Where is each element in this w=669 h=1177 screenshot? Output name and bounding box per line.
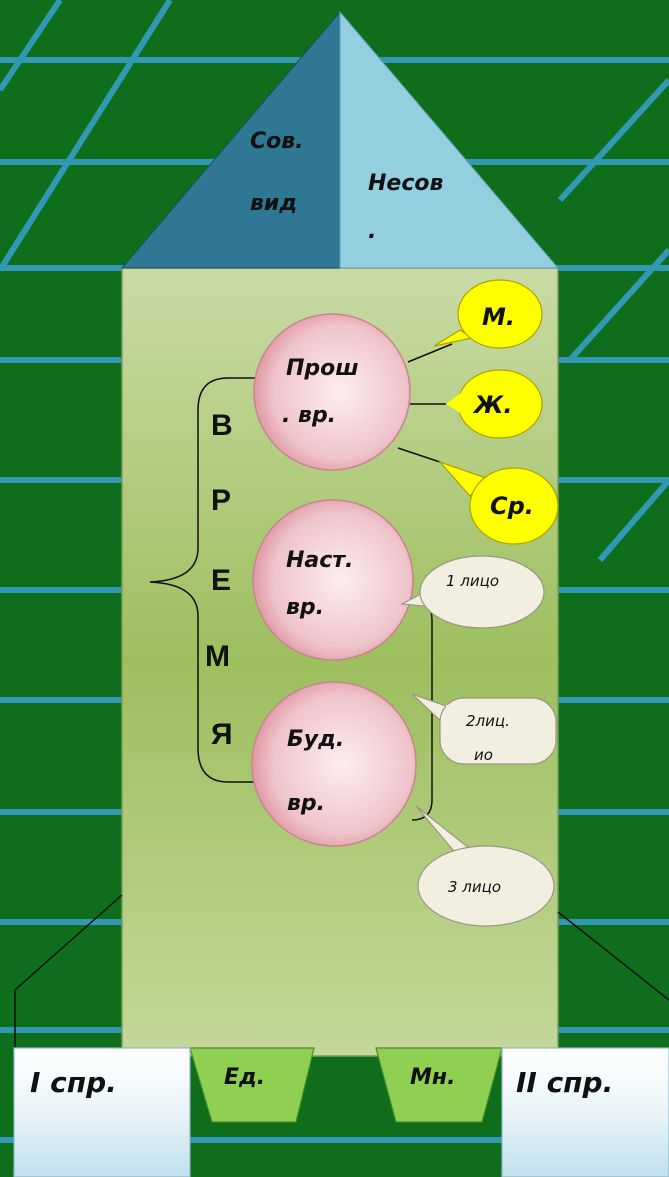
grid-line-d2 bbox=[0, 0, 63, 92]
roof-left-label-line1: Сов. bbox=[250, 129, 304, 154]
time-letter-5: Я bbox=[211, 718, 233, 751]
conjugation-box-2-label: II спр. bbox=[516, 1066, 613, 1099]
tab-singular[interactable] bbox=[189, 1047, 315, 1123]
conjugation-box-1-label: I спр. bbox=[30, 1066, 117, 1099]
time-letter-1: В bbox=[211, 409, 233, 442]
tense-past[interactable]: Прош . вр. bbox=[253, 313, 411, 471]
tense-present-label-line1: Наст. bbox=[286, 548, 353, 573]
roof-left-perfective bbox=[120, 10, 341, 269]
person-bubble-3-label: 3 лицо bbox=[448, 878, 501, 896]
gender-bubble-m-label: М. bbox=[482, 303, 515, 331]
time-letter-4: М bbox=[205, 640, 230, 673]
tense-past-label-line2: . вр. bbox=[282, 403, 336, 428]
tab-plural-label: Мн. bbox=[410, 1065, 455, 1090]
tense-brace bbox=[149, 377, 258, 783]
conjugation-box-1[interactable] bbox=[13, 1047, 191, 1177]
tense-future-label-line1: Буд. bbox=[287, 727, 344, 752]
connector-past-sr bbox=[397, 447, 441, 463]
time-letter-3: Е bbox=[211, 564, 231, 597]
roof-right-imperfective bbox=[339, 10, 560, 269]
grid-line-d1 bbox=[0, 0, 173, 272]
grid-line-d5 bbox=[597, 478, 669, 562]
tense-future[interactable]: Буд. вр. bbox=[251, 681, 417, 847]
time-letter-2: Р bbox=[211, 484, 231, 517]
grid-line-d3 bbox=[567, 247, 669, 363]
person-bubble-1: 1 лицо bbox=[399, 555, 545, 629]
person-bubble-1-label: 1 лицо bbox=[446, 572, 499, 590]
tab-singular-label: Ед. bbox=[224, 1065, 265, 1090]
tense-present[interactable]: Наст. вр. bbox=[252, 499, 414, 661]
connector-past-m bbox=[407, 343, 453, 363]
roof-right-label-line2: . bbox=[368, 219, 376, 244]
tab-plural[interactable] bbox=[375, 1047, 503, 1123]
tense-present-circle bbox=[252, 499, 414, 661]
person-bubble-3: 3 лицо bbox=[415, 805, 555, 927]
gender-bubble-m: М. bbox=[433, 279, 543, 349]
tense-past-circle bbox=[253, 313, 411, 471]
tense-present-label-line2: вр. bbox=[286, 595, 324, 620]
gender-bubble-zh-label: Ж. bbox=[472, 391, 513, 419]
gender-bubble-sr-label: Ср. bbox=[490, 492, 534, 520]
conjugation-box-2[interactable] bbox=[501, 1047, 669, 1177]
person-bubble-2-overflow: ио bbox=[474, 746, 493, 764]
gender-bubble-zh: Ж. bbox=[446, 369, 543, 439]
person-bubble-2: 2лиц. ио bbox=[411, 693, 557, 765]
tense-future-circle bbox=[251, 681, 417, 847]
tense-future-label-line2: вр. bbox=[287, 791, 325, 816]
grid-line-d4 bbox=[557, 77, 669, 203]
gender-bubble-sr: Ср. bbox=[438, 460, 559, 545]
roof-left-label-line2: вид bbox=[250, 191, 297, 216]
roof-right-label-line1: Несов bbox=[368, 171, 443, 196]
right-fin-outline bbox=[557, 911, 669, 1001]
person-bubble-2-label: 2лиц. bbox=[466, 712, 510, 730]
left-fin-outline bbox=[14, 894, 123, 1060]
tense-past-label-line1: Прош bbox=[286, 356, 359, 381]
